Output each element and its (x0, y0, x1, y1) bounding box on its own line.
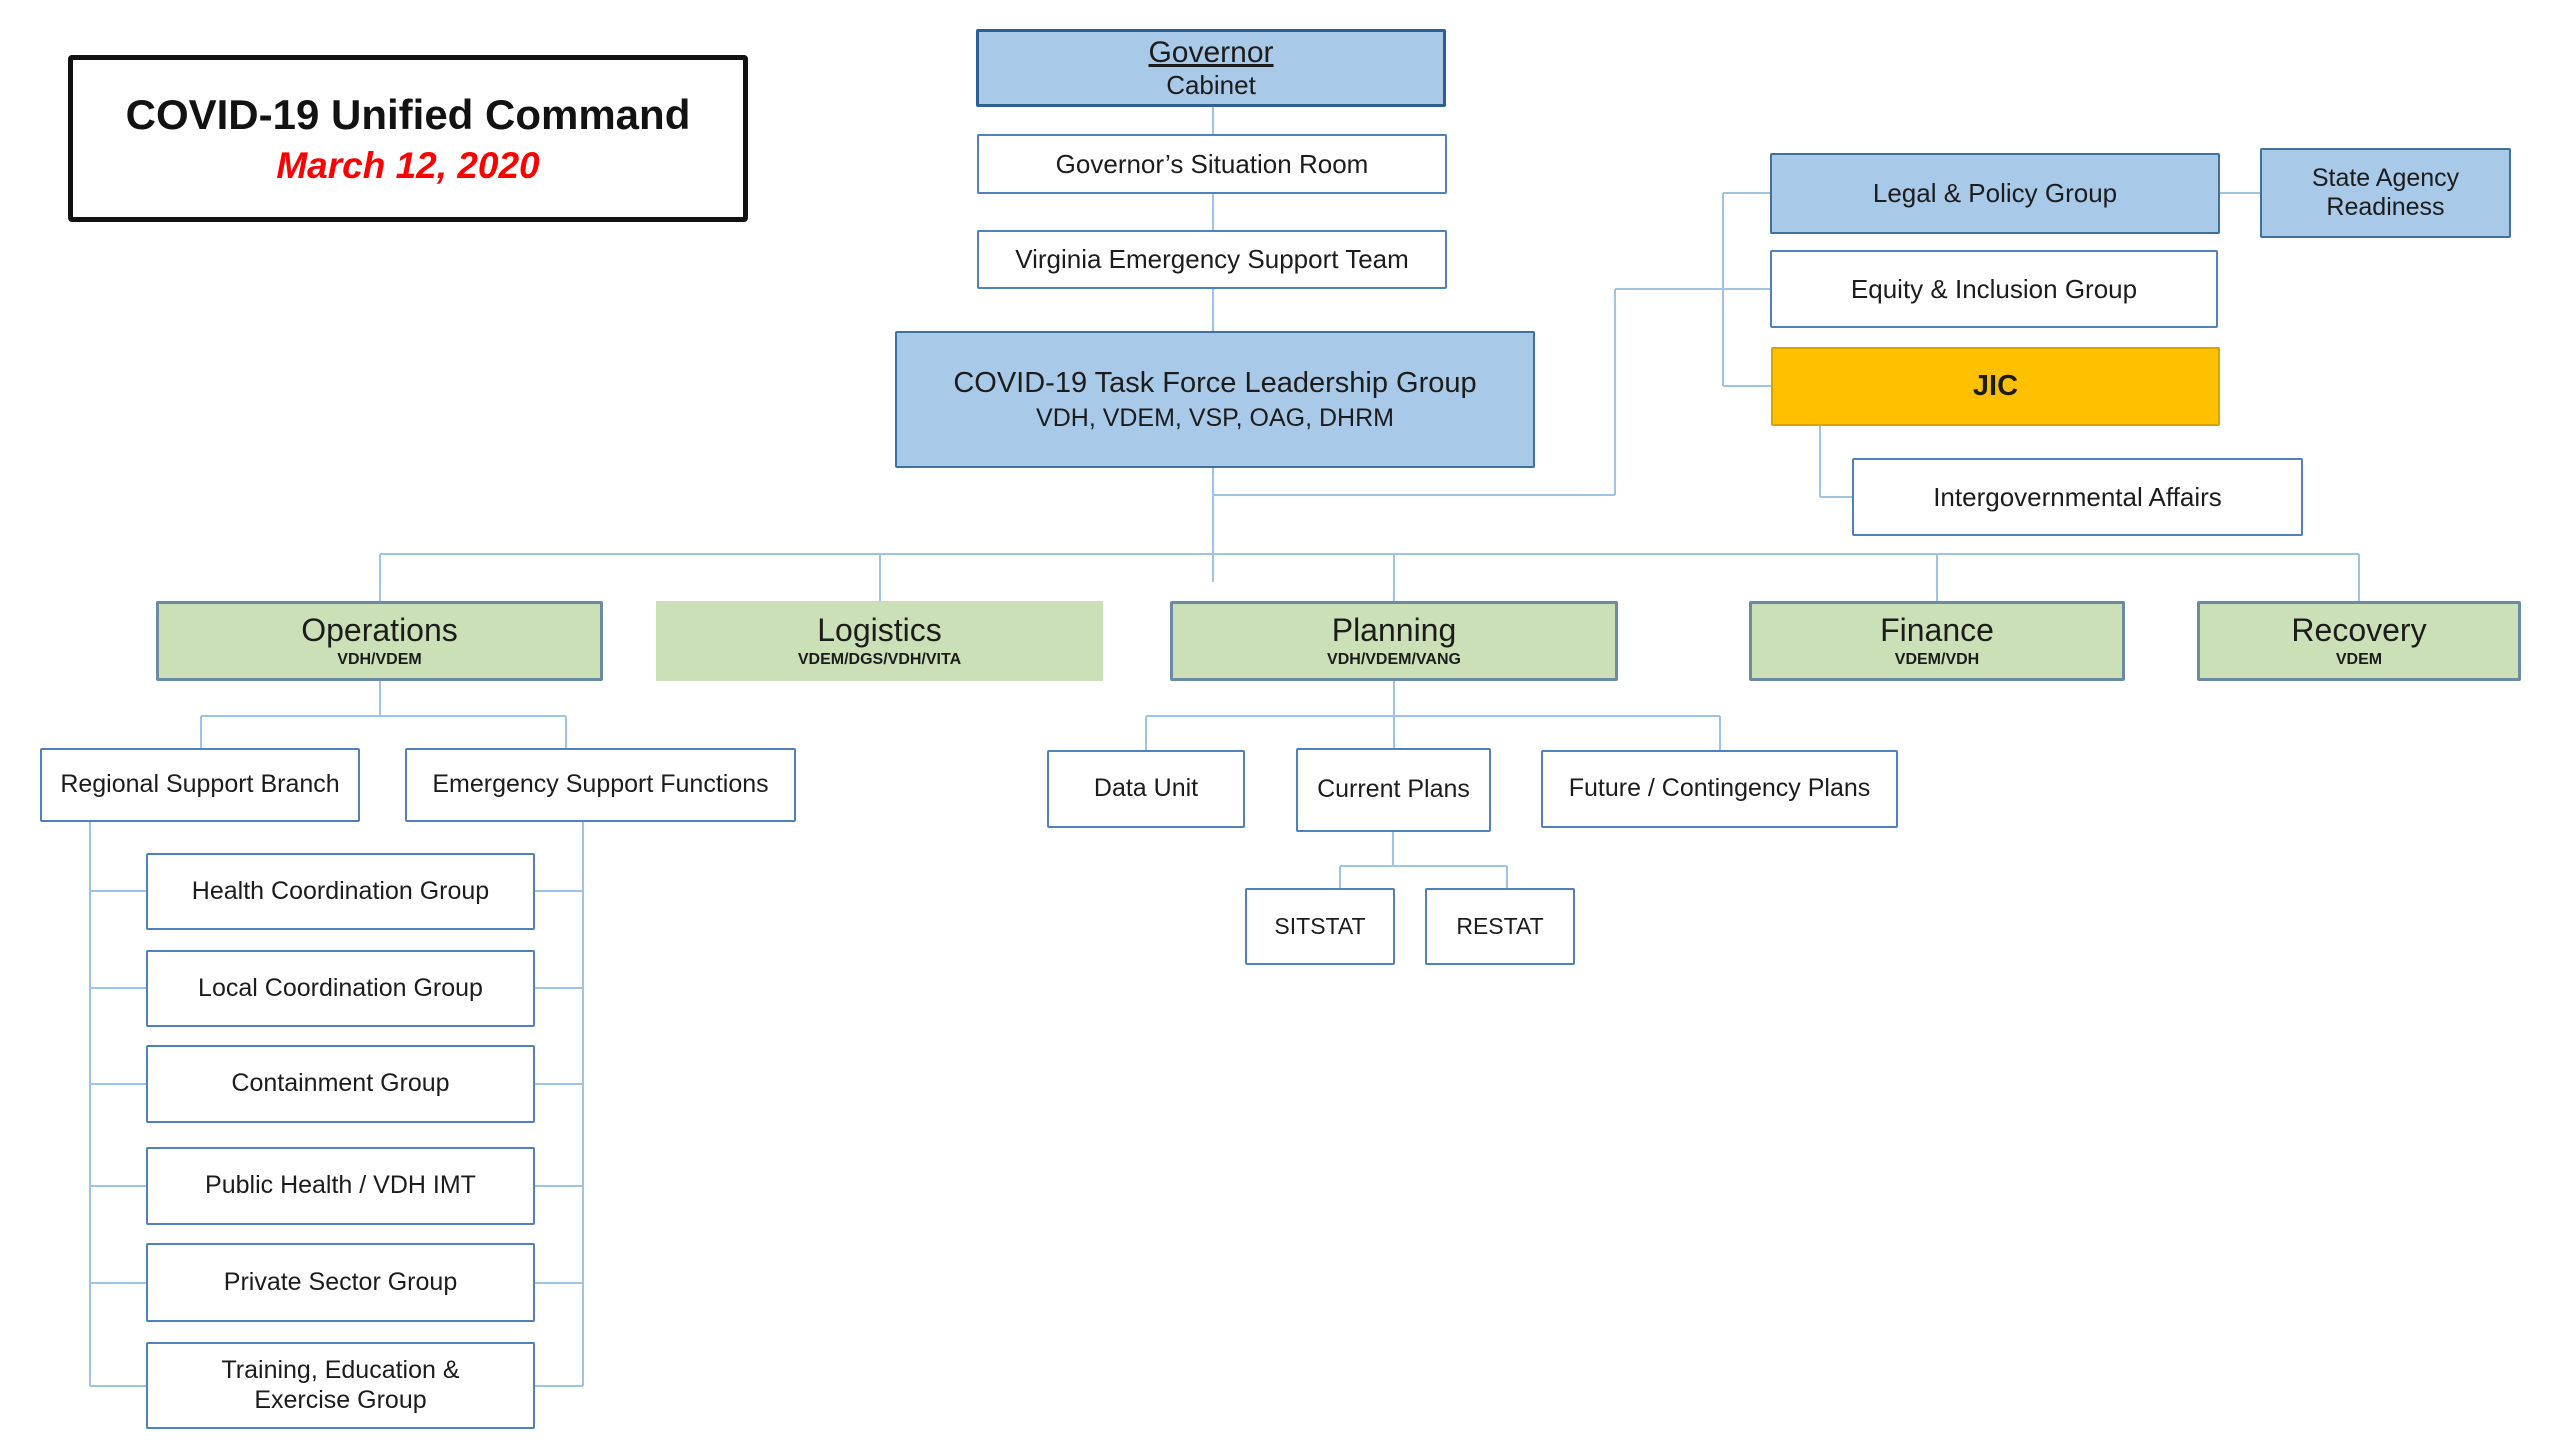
node-intergovernmental-affairs: Intergovernmental Affairs (1852, 458, 2303, 536)
sitstat-label: SITSTAT (1274, 912, 1366, 939)
node-public-health-vdh-imt: Public Health / VDH IMT (146, 1147, 535, 1225)
node-logistics-section: Logistics VDEM/DGS/VDH/VITA (656, 601, 1103, 681)
data-unit-label: Data Unit (1093, 774, 1199, 803)
node-equity-inclusion-group: Equity & Inclusion Group (1770, 250, 2218, 328)
task-force-label: COVID-19 Task Force Leadership Group (953, 366, 1477, 399)
node-planning-section: Planning VDH/VDEM/VANG (1170, 601, 1618, 681)
governor-sublabel: Cabinet (1166, 70, 1256, 101)
situation-room-label: Governor’s Situation Room (1055, 148, 1369, 179)
node-current-plans: Current Plans (1296, 748, 1491, 832)
node-jic: JIC (1771, 347, 2220, 426)
node-local-coordination-group: Local Coordination Group (146, 950, 535, 1027)
node-task-force-leadership-group: COVID-19 Task Force Leadership Group VDH… (895, 331, 1535, 468)
future-plans-label: Future / Contingency Plans (1568, 774, 1871, 803)
jic-label: JIC (1972, 370, 2019, 403)
node-data-unit: Data Unit (1047, 750, 1245, 828)
logistics-sublabel: VDEM/DGS/VDH/VITA (797, 651, 962, 669)
chart-date: March 12, 2020 (276, 144, 540, 186)
logistics-label: Logistics (817, 611, 942, 648)
node-sitstat: SITSTAT (1245, 888, 1395, 965)
node-operations-section: Operations VDH/VDEM (156, 601, 603, 681)
node-situation-room: Governor’s Situation Room (977, 134, 1447, 194)
node-regional-support-branch: Regional Support Branch (40, 748, 360, 822)
node-restat: RESTAT (1425, 888, 1575, 965)
health-coordination-label: Health Coordination Group (191, 876, 490, 905)
node-health-coordination-group: Health Coordination Group (146, 853, 535, 930)
node-virginia-emergency-support-team: Virginia Emergency Support Team (977, 230, 1447, 289)
equity-inclusion-label: Equity & Inclusion Group (1850, 273, 2138, 304)
planning-sublabel: VDH/VDEM/VANG (1327, 651, 1461, 669)
regional-support-label: Regional Support Branch (60, 770, 340, 799)
current-plans-label: Current Plans (1317, 775, 1470, 804)
intergovernmental-label: Intergovernmental Affairs (1933, 481, 2222, 512)
node-legal-policy-group: Legal & Policy Group (1770, 153, 2220, 234)
chart-title: COVID-19 Unified Command (125, 90, 691, 138)
title-box: COVID-19 Unified Command March 12, 2020 (68, 55, 748, 222)
operations-sublabel: VDH/VDEM (337, 651, 422, 669)
operations-label: Operations (301, 611, 458, 648)
node-training-education-exercise-group: Training, Education & Exercise Group (146, 1342, 535, 1429)
finance-sublabel: VDEM/VDH (1894, 651, 1980, 669)
esf-label: Emergency Support Functions (432, 770, 769, 799)
recovery-sublabel: VDEM (2335, 651, 2383, 669)
task-force-sublabel: VDH, VDEM, VSP, OAG, DHRM (1036, 403, 1394, 432)
finance-label: Finance (1880, 611, 1994, 648)
node-emergency-support-functions: Emergency Support Functions (405, 748, 796, 822)
training-label: Training, Education & Exercise Group (221, 1356, 460, 1414)
vest-label: Virginia Emergency Support Team (1015, 244, 1409, 275)
node-recovery-section: Recovery VDEM (2197, 601, 2521, 681)
legal-policy-label: Legal & Policy Group (1872, 178, 2118, 209)
recovery-label: Recovery (2291, 611, 2427, 648)
local-coordination-label: Local Coordination Group (198, 973, 483, 1002)
node-future-contingency-plans: Future / Contingency Plans (1541, 750, 1898, 828)
private-sector-label: Private Sector Group (223, 1267, 458, 1296)
restat-label: RESTAT (1456, 912, 1544, 939)
planning-label: Planning (1331, 611, 1457, 648)
node-finance-section: Finance VDEM/VDH (1749, 601, 2125, 681)
node-containment-group: Containment Group (146, 1045, 535, 1123)
node-state-agency-readiness: State Agency Readiness (2260, 148, 2511, 238)
state-agency-label: State Agency Readiness (2311, 163, 2460, 222)
public-health-label: Public Health / VDH IMT (205, 1171, 476, 1200)
governor-label: Governor (1148, 35, 1274, 69)
node-governor: Governor Cabinet (976, 29, 1446, 107)
containment-label: Containment Group (231, 1069, 450, 1098)
node-private-sector-group: Private Sector Group (146, 1243, 535, 1322)
